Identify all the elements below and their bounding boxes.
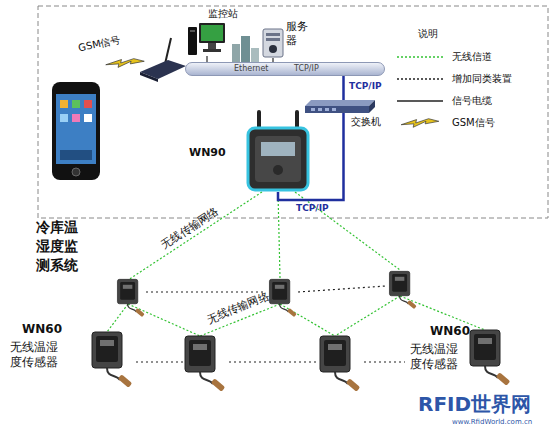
sensor-device [117,279,144,317]
network-switch-outline [305,100,375,113]
signal-label: GSM信号 [77,34,121,55]
connector-line [278,113,344,200]
sensor-device [185,336,225,392]
gateway-device-outline [245,110,311,192]
sensor-device-outline [468,328,512,390]
connector-label: TCP/IP [349,81,382,92]
node-caption: 无线温湿度传感器 [410,342,462,372]
legend-text: GSM信号 [452,116,495,130]
legend-item: GSM信号 [396,116,536,130]
node-label: 监控站 [208,8,238,21]
node-caption: TCP/IP [294,64,319,74]
sensor-device [269,279,296,317]
legend-text: 增加同类装置 [452,72,512,86]
building-icon [232,36,259,62]
connector-line [342,76,345,100]
gsm-router [140,38,186,82]
node-label: WN60 [430,324,470,339]
legend-item: 信号电缆 [396,94,536,108]
connector-label: TCP/IP [296,203,329,214]
legend-sample [396,51,444,63]
sensor-device [320,336,360,392]
network-switch: 交换机 [305,100,375,113]
connector-line [272,58,274,62]
sensor-device: WN60无线温湿度传感器 [468,328,512,390]
sensor-device [389,271,416,309]
legend-sample [396,95,444,107]
server-icon: 服务器 [262,28,284,58]
server-icon-outline [262,28,284,58]
monitor-station: 监控站 [188,22,226,56]
node-label: 服务器 [286,20,310,48]
gateway-device: WN90 [245,110,311,192]
legend-sample [396,73,444,85]
connector-line [206,56,208,62]
watermark: RFID世界网 [418,392,531,416]
legend-text: 信号电缆 [452,94,492,108]
node-label: 交换机 [351,116,381,129]
legend-sample [396,117,444,129]
diagram-title: 冷库温湿度监测系统 [36,218,82,275]
node-label: WN90 [189,146,226,160]
mobile-phone [52,82,100,180]
legend-heading: 说明 [418,28,438,40]
legend-item: 无线信道 [396,50,536,64]
node-label: Ethernet [234,64,268,74]
wireless-links [107,192,485,336]
gsm-signal-symbol [106,59,145,68]
sensor-device-outline [90,330,134,392]
monitor-station-outline [188,22,226,56]
watermark-url: www.RfidWorld.com.cn [452,418,532,426]
legend-item: 增加同类装置 [396,72,536,86]
sensor-device: WN60无线温湿度传感器 [90,330,134,392]
node-label: WN60 [22,322,62,337]
system-boundary [38,6,548,218]
ethernet-bus: Ethernet TCP/IP [185,62,385,76]
channel-label: 无线传输网络 [159,204,222,251]
legend-text: 无线信道 [452,50,492,64]
node-caption: 无线温湿度传感器 [10,340,62,370]
